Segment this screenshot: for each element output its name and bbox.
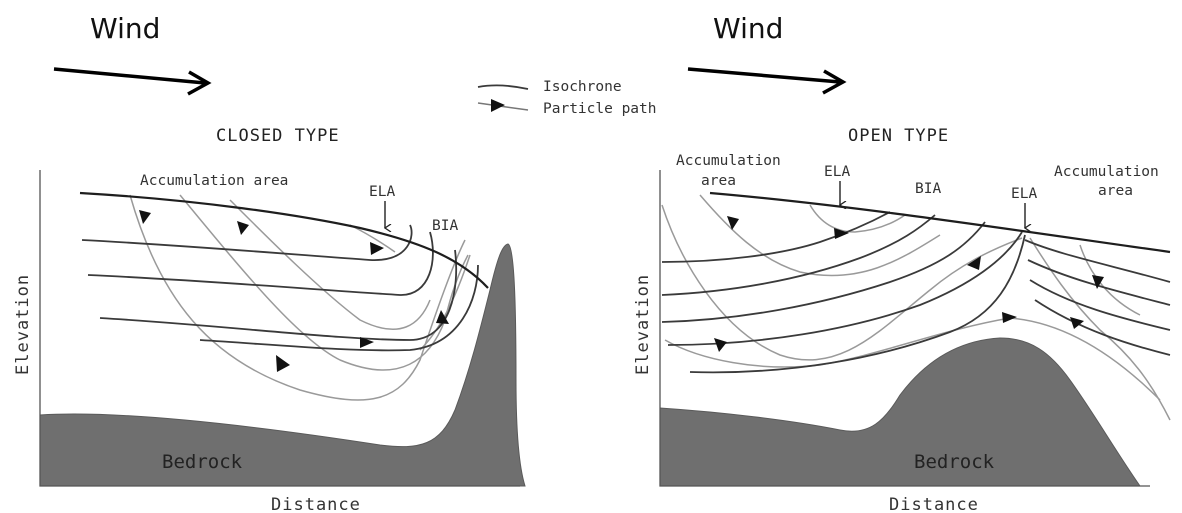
open-isochrone-1 [661,211,891,263]
closed-bia-label: BIA [432,218,458,234]
open-isochrone-9 [1034,299,1171,356]
open-particle-path-5 [1029,237,1171,421]
closed-particle-path-2 [179,194,469,371]
open-flow-arrow-4 [1002,312,1017,323]
closed-ela-label: ELA [369,184,395,200]
closed-type-panel: CLOSED TYPE Bedrock Distance Elevation A… [13,126,526,513]
open-flow-arrow-7 [1070,317,1084,329]
closed-xlabel: Distance [271,495,361,513]
open-accumulation-right-label-2: area [1098,183,1133,199]
closed-particle-path-3 [229,199,431,330]
open-isochrone-4 [667,231,1023,346]
open-ela-right-label: ELA [1011,186,1037,202]
legend-particle-path-label: Particle path [543,101,657,117]
open-bedrock [659,337,1141,487]
open-isochrone-6 [1024,239,1171,283]
legend-isochrone-label: Isochrone [543,79,622,95]
open-axes [659,170,1150,487]
open-particle-path-6 [1079,244,1141,316]
open-particle-path-4 [664,317,1161,401]
closed-flow-arrow-5 [276,355,290,372]
wind-label-right: Wind [713,12,783,45]
open-accumulation-left-label-1: Accumulation [676,153,781,169]
legend-particle-arrow-icon [491,99,505,112]
closed-isochrone-2 [87,231,434,296]
closed-axes [39,170,520,487]
closed-flow-arrow-3 [370,242,384,255]
closed-accumulation-label: Accumulation area [140,173,288,189]
open-bedrock-label: Bedrock [914,451,995,473]
open-ice-surface [709,191,1171,254]
open-accumulation-left-label-2: area [701,173,736,189]
closed-particle-path-1 [129,194,466,401]
open-flow-arrow-6 [1092,275,1104,289]
open-flow-arrow-1 [727,216,739,230]
open-particle-path-2 [699,194,941,277]
closed-title: CLOSED TYPE [216,126,340,146]
open-isochrone-3 [661,221,986,323]
legend-isochrone-swatch [477,84,529,90]
closed-isochrone-3 [99,249,458,341]
legend-particle-path-swatch [477,102,529,111]
open-flow-arrow-3 [967,256,981,270]
open-isochrone-8 [1029,279,1171,331]
open-flow-arrow-5 [714,338,727,352]
closed-ice-surface [79,191,489,289]
closed-flow-arrow-6 [436,310,449,324]
open-xlabel: Distance [889,495,979,513]
open-title: OPEN TYPE [848,126,949,146]
open-flow-arrow-2 [834,228,849,239]
open-isochrone-2 [661,214,936,296]
open-particle-path-3 [809,204,906,233]
open-accumulation-right-label-1: Accumulation [1054,164,1159,180]
open-type-panel: OPEN TYPE Bedrock Distance Elevation [633,126,1171,513]
open-particle-path-1 [661,204,1023,361]
closed-isochrone-1 [81,224,413,261]
closed-isochrone-4 [199,264,479,352]
closed-flow-arrow-4 [360,337,374,348]
open-bia-label: BIA [915,181,941,197]
closed-flow-arrow-1 [139,210,151,224]
open-ylabel: Elevation [633,274,653,375]
open-ela-left-label: ELA [824,164,850,180]
closed-flow-arrow-2 [237,221,249,235]
legend: Isochrone Particle path [477,79,657,117]
wind-arrow-right [687,67,847,95]
closed-bedrock [39,243,526,487]
wind-arrow-left [53,67,212,96]
closed-bedrock-label: Bedrock [162,451,243,473]
wind-label-left: Wind [90,12,160,45]
closed-ylabel: Elevation [13,274,33,375]
open-isochrone-5 [689,234,1026,374]
